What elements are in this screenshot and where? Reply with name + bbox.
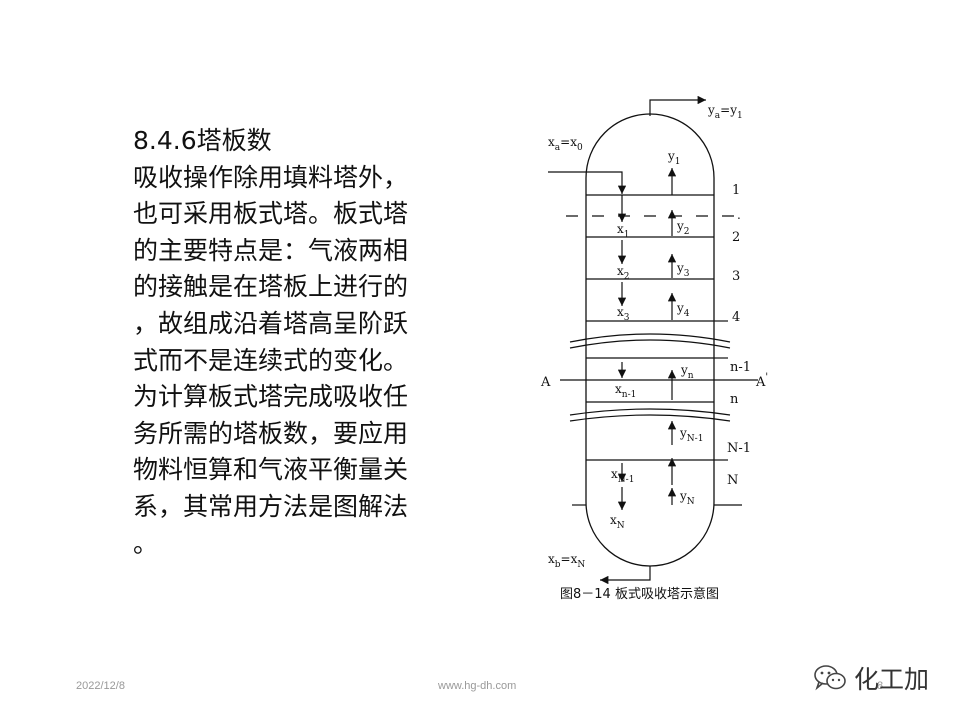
paragraph-line: 也可采用板式塔。板式塔 <box>133 199 409 229</box>
stream-label-x3: x3 <box>617 305 630 323</box>
stream-label-yN-1: yN-1 <box>679 426 703 444</box>
footer-website: www.hg-dh.com <box>438 680 517 692</box>
stream-label-y2: y2 <box>676 219 690 237</box>
stream-label-xN-1: xN-1 <box>611 467 634 485</box>
dashed-line-dot: . <box>737 208 741 222</box>
slide-heading: 8.4.6塔板数 <box>133 126 272 155</box>
paragraph-line: 的接触是在塔板上进行的 <box>133 272 409 302</box>
plates <box>586 194 714 461</box>
section-label-left: A <box>540 375 551 390</box>
top-outlet-label: ya=y1 <box>707 103 743 121</box>
plate-number: 3 <box>732 269 740 284</box>
top-outlet-pipe <box>649 95 706 116</box>
plate-number: N <box>727 473 738 488</box>
tray-absorber-diagram: ya=y1 xa=x0 xb=xN y1 x1 y2 x2 y3 x3 y4 y… <box>540 95 768 602</box>
top-inlet-label: xa=x0 <box>548 135 583 153</box>
figure-caption: 图8－14 板式吸收塔示意图 <box>560 586 719 602</box>
bottom-outlet-pipe <box>600 566 651 585</box>
paragraph-line: ，故组成沿着塔高呈阶跃 <box>133 308 409 338</box>
paragraph-line: 为计算板式塔完成吸收任 <box>133 382 409 412</box>
stream-labels: y1 x1 y2 x2 y3 x3 y4 yn xn-1 yN-1 xN-1 y… <box>610 149 703 531</box>
footer-page-number: 8 <box>877 680 884 692</box>
paragraph-line: 。 <box>133 528 159 558</box>
stream-label-x2: x2 <box>617 264 630 282</box>
paragraph-line: 的主要特点是：气液两相 <box>133 235 409 265</box>
break-symbol <box>569 333 731 422</box>
paragraph-line: 系，其常用方法是图解法 <box>133 491 409 521</box>
stream-label-y3: y3 <box>676 261 690 279</box>
paragraph-line: 务所需的塔板数，要应用 <box>133 418 409 448</box>
plate-number: 4 <box>732 310 740 325</box>
stream-label-x1: x1 <box>617 222 630 240</box>
stream-label-yN: yN <box>679 489 695 507</box>
plate-number: 1 <box>732 183 740 198</box>
plate-number: 2 <box>732 230 740 245</box>
plate-numbers: 1 2 3 4 n-1 n N-1 N <box>727 183 751 488</box>
paragraph-line: 式而不是连续式的变化。 <box>133 345 409 375</box>
stream-label-xN: xN <box>610 513 625 531</box>
paragraph-line: 吸收操作除用填料塔外， <box>133 162 409 192</box>
footer-date: 2022/12/8 <box>76 680 125 692</box>
paragraph-line: 物料恒算和气液平衡量关 <box>133 455 409 485</box>
liquid-inlet-pipe <box>548 171 627 194</box>
plate-number: n-1 <box>730 360 751 375</box>
watermark-brand: 化工加 <box>854 665 930 694</box>
wechat-icon <box>814 665 846 691</box>
stream-label-y4: y4 <box>676 301 690 319</box>
column-shell <box>585 113 715 567</box>
section-label-right: A' <box>755 372 768 390</box>
plate-number: N-1 <box>727 441 751 456</box>
text-block: 8.4.6塔板数 吸收操作除用填料塔外， 也可采用板式塔。板式塔 的主要特点是：… <box>133 123 443 562</box>
stream-label-xn-1: xn-1 <box>615 382 636 400</box>
watermark: 化工加 <box>812 660 929 696</box>
plate-number: n <box>730 392 739 407</box>
stream-label-yn: yn <box>680 363 694 381</box>
stream-label-y1: y1 <box>667 149 681 167</box>
bottom-outlet-label: xb=xN <box>548 552 585 570</box>
